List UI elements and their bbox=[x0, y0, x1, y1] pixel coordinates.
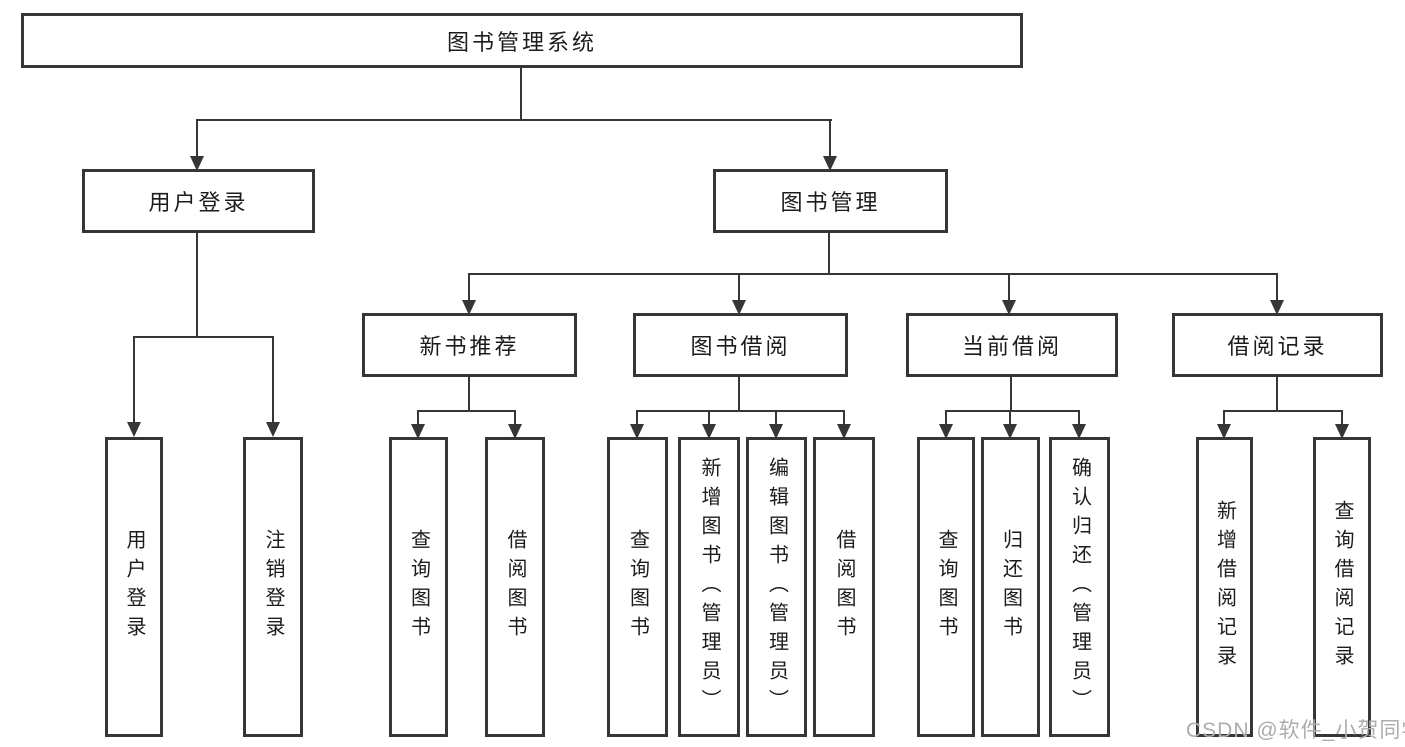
connector-line bbox=[417, 410, 516, 412]
leaf-confirm-return-admin-label: 确认归还（管理员） bbox=[1068, 456, 1091, 718]
arrow-down bbox=[127, 336, 141, 437]
arrow-down bbox=[266, 336, 280, 437]
leaf-query-borrow-record-label: 查询借阅记录 bbox=[1331, 500, 1353, 674]
leaf-query-books-3: 查询图书 bbox=[917, 437, 975, 737]
leaf-user-login-label: 用户登录 bbox=[123, 529, 145, 645]
leaf-query-books-2: 查询图书 bbox=[607, 437, 668, 737]
node-book-management: 图书管理 bbox=[713, 169, 948, 233]
node-borrowing-records-label: 借阅记录 bbox=[1227, 334, 1328, 359]
leaf-borrow-books-2-label: 借阅图书 bbox=[833, 529, 855, 645]
leaf-add-borrow-record-label: 新增借阅记录 bbox=[1213, 500, 1236, 674]
arrow-down bbox=[190, 119, 204, 171]
connector-line bbox=[1276, 375, 1278, 412]
connector-line bbox=[637, 410, 845, 412]
leaf-borrow-books-1-label: 借阅图书 bbox=[504, 529, 526, 645]
connector-line bbox=[196, 119, 832, 121]
connector-line bbox=[468, 375, 470, 412]
connector-line bbox=[520, 66, 522, 121]
connector-line bbox=[1010, 375, 1012, 412]
leaf-query-books-1: 查询图书 bbox=[389, 437, 448, 737]
arrow-down bbox=[508, 410, 522, 439]
arrow-down bbox=[1270, 273, 1284, 315]
leaf-add-book-admin-label: 新增图书（管理员） bbox=[698, 456, 720, 718]
leaf-query-books-1-label: 查询图书 bbox=[407, 529, 430, 645]
arrow-down bbox=[1002, 273, 1016, 315]
arrow-down bbox=[939, 410, 953, 439]
leaf-add-book-admin: 新增图书（管理员） bbox=[678, 437, 740, 737]
node-book-borrowing-label: 图书借阅 bbox=[690, 334, 791, 359]
node-current-borrowing-label: 当前借阅 bbox=[961, 334, 1062, 359]
arrow-down bbox=[1335, 410, 1349, 439]
leaf-borrow-books-1: 借阅图书 bbox=[485, 437, 545, 737]
leaf-logout: 注销登录 bbox=[243, 437, 303, 737]
arrow-down bbox=[702, 410, 716, 439]
connector-line bbox=[196, 231, 198, 338]
leaf-query-books-2-label: 查询图书 bbox=[626, 529, 649, 645]
node-user-login: 用户登录 bbox=[82, 169, 315, 233]
node-new-book-recommend-label: 新书推荐 bbox=[419, 334, 520, 359]
leaf-user-login: 用户登录 bbox=[105, 437, 163, 737]
node-library-system: 图书管理系统 bbox=[21, 13, 1023, 68]
watermark: CSDN @软件_小贺同学 bbox=[1186, 719, 1405, 742]
arrow-down bbox=[462, 273, 476, 315]
leaf-edit-book-admin: 编辑图书（管理员） bbox=[746, 437, 807, 737]
node-book-management-label: 图书管理 bbox=[780, 190, 881, 215]
node-library-system-label: 图书管理系统 bbox=[446, 29, 597, 55]
leaf-borrow-books-2: 借阅图书 bbox=[813, 437, 875, 737]
leaf-query-borrow-record: 查询借阅记录 bbox=[1313, 437, 1371, 737]
arrow-down bbox=[769, 410, 783, 439]
connector-line bbox=[133, 336, 274, 338]
arrow-down bbox=[837, 410, 851, 439]
arrow-down bbox=[1217, 410, 1231, 439]
connector-line bbox=[828, 231, 830, 275]
leaf-edit-book-admin-label: 编辑图书（管理员） bbox=[765, 456, 788, 718]
node-borrowing-records: 借阅记录 bbox=[1172, 313, 1383, 377]
arrow-down bbox=[411, 410, 425, 439]
leaf-return-book: 归还图书 bbox=[981, 437, 1040, 737]
connector-line bbox=[738, 375, 740, 412]
node-new-book-recommend: 新书推荐 bbox=[362, 313, 577, 377]
arrow-down bbox=[1003, 410, 1017, 439]
arrow-down bbox=[823, 119, 837, 171]
arrow-down bbox=[630, 410, 644, 439]
leaf-confirm-return-admin: 确认归还（管理员） bbox=[1049, 437, 1110, 737]
leaf-query-books-3-label: 查询图书 bbox=[935, 529, 957, 645]
leaf-return-book-label: 归还图书 bbox=[999, 529, 1022, 645]
connector-line bbox=[945, 410, 1079, 412]
connector-line bbox=[468, 273, 1278, 275]
arrow-down bbox=[1072, 410, 1086, 439]
node-book-borrowing: 图书借阅 bbox=[633, 313, 848, 377]
node-current-borrowing: 当前借阅 bbox=[906, 313, 1118, 377]
connector-line bbox=[1224, 410, 1342, 412]
leaf-logout-label: 注销登录 bbox=[262, 529, 284, 645]
leaf-add-borrow-record: 新增借阅记录 bbox=[1196, 437, 1253, 737]
arrow-down bbox=[732, 273, 746, 315]
node-user-login-label: 用户登录 bbox=[148, 190, 249, 215]
